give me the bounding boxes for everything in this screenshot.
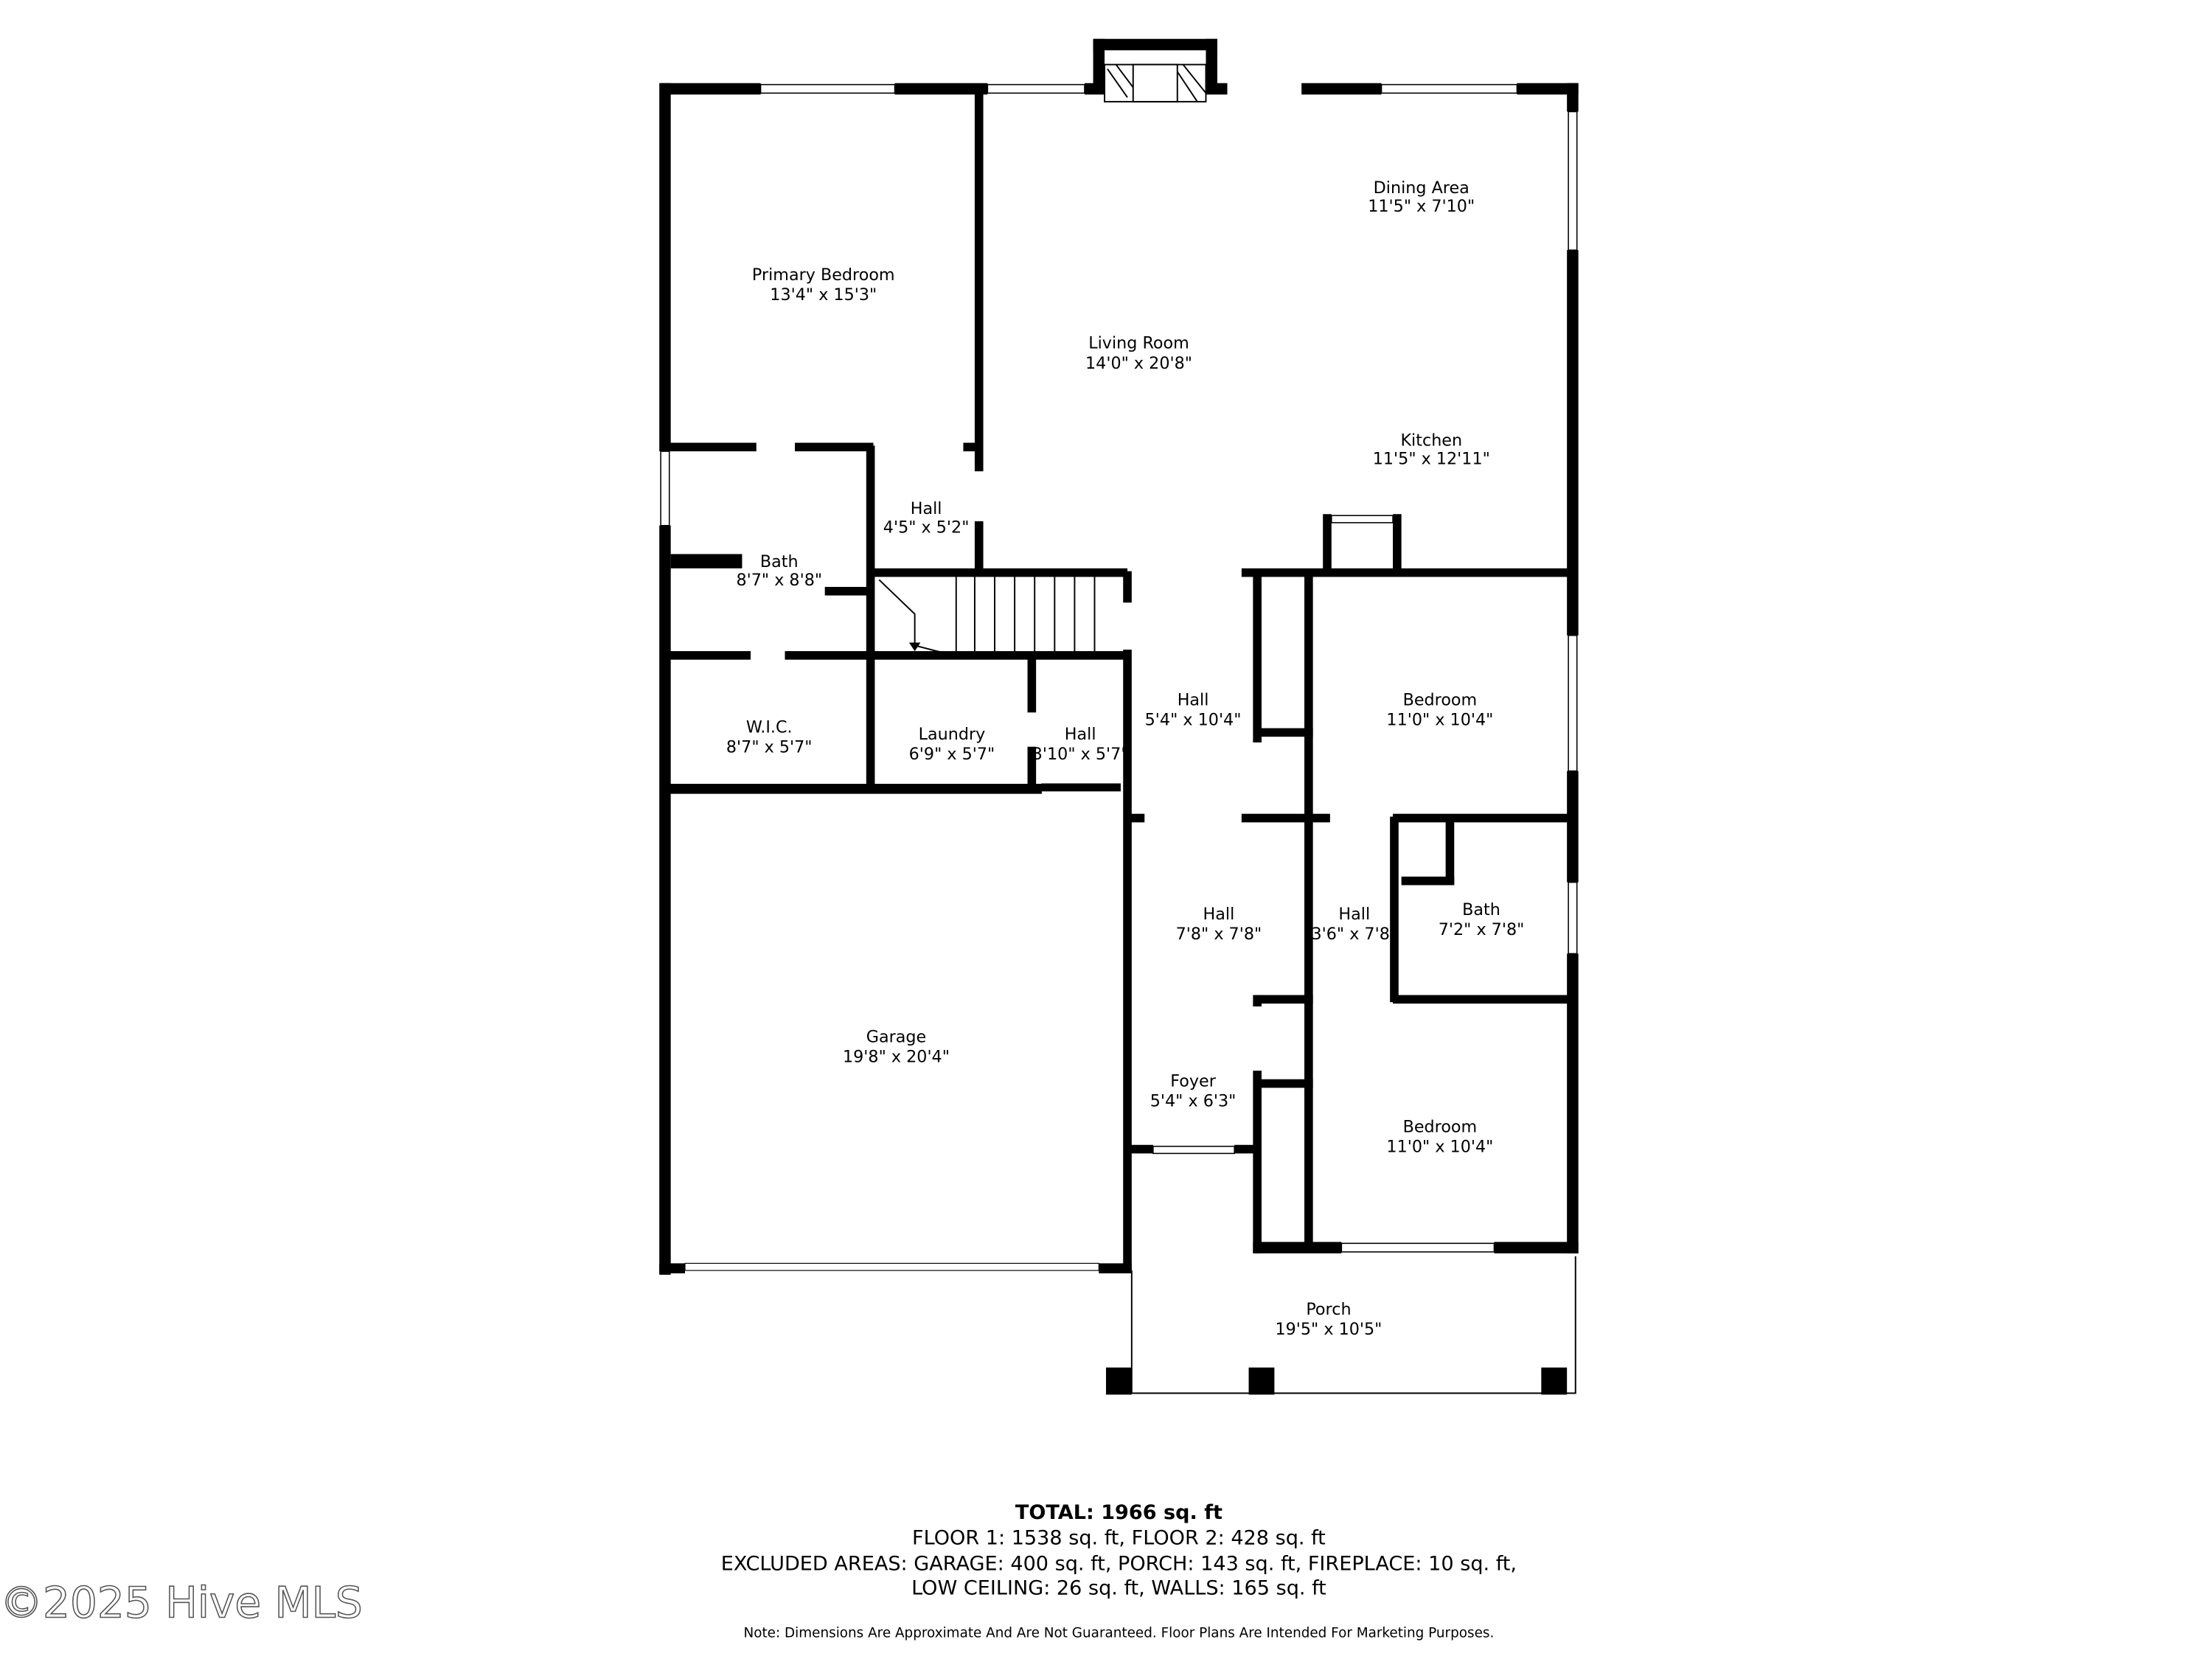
svg-text:6'9" x 5'7": 6'9" x 5'7" (909, 745, 995, 764)
porch-outline (1106, 1256, 1576, 1395)
svg-text:Kitchen: Kitchen (1400, 431, 1462, 450)
svg-text:Hall: Hall (1203, 905, 1235, 924)
svg-text:W.I.C.: W.I.C. (746, 717, 793, 737)
stairs (878, 577, 1096, 656)
svg-text:Dining Area: Dining Area (1374, 178, 1470, 198)
svg-text:Hall: Hall (1065, 725, 1096, 744)
svg-text:11'0" x 10'4": 11'0" x 10'4" (1386, 711, 1493, 730)
svg-text:11'0" x 10'4": 11'0" x 10'4" (1386, 1137, 1493, 1156)
svg-text:Laundry: Laundry (919, 725, 986, 744)
svg-text:5'4" x 10'4": 5'4" x 10'4" (1145, 711, 1242, 730)
total-area: TOTAL: 1966 sq. ft (1015, 1501, 1222, 1524)
svg-text:Hall: Hall (1338, 905, 1370, 924)
svg-text:8'7" x 8'8": 8'7" x 8'8" (736, 571, 822, 590)
svg-text:Bath: Bath (760, 552, 799, 571)
svg-text:Bedroom: Bedroom (1403, 1117, 1478, 1136)
svg-text:14'0" x 20'8": 14'0" x 20'8" (1085, 354, 1192, 373)
walls (659, 38, 1579, 1395)
svg-text:Hall: Hall (911, 499, 942, 518)
svg-text:Bedroom: Bedroom (1403, 691, 1478, 710)
svg-text:3'10" x 5'7": 3'10" x 5'7" (1032, 745, 1129, 764)
svg-text:13'4" x 15'3": 13'4" x 15'3" (770, 285, 877, 305)
fireplace (1093, 38, 1217, 102)
excluded-areas-line-2: LOW CEILING: 26 sq. ft, WALLS: 165 sq. f… (911, 1576, 1326, 1599)
svg-text:19'8" x 20'4": 19'8" x 20'4" (843, 1047, 950, 1066)
svg-text:Living Room: Living Room (1088, 334, 1189, 353)
svg-text:Garage: Garage (866, 1027, 926, 1046)
svg-text:11'5" x 12'11": 11'5" x 12'11" (1373, 450, 1490, 469)
svg-text:Porch: Porch (1306, 1300, 1351, 1319)
svg-text:19'5" x 10'5": 19'5" x 10'5" (1275, 1320, 1382, 1339)
svg-text:3'6" x 7'8": 3'6" x 7'8" (1311, 925, 1397, 944)
svg-text:7'8" x 7'8": 7'8" x 7'8" (1176, 925, 1262, 944)
svg-text:Foyer: Foyer (1170, 1071, 1216, 1091)
watermark: ©2025 Hive MLS (0, 1577, 363, 1627)
svg-text:4'5" x 5'2": 4'5" x 5'2" (883, 518, 970, 537)
excluded-areas-line-1: EXCLUDED AREAS: GARAGE: 400 sq. ft, PORC… (721, 1553, 1517, 1576)
svg-text:7'2" x 7'8": 7'2" x 7'8" (1439, 920, 1525, 939)
svg-text:11'5" x 7'10": 11'5" x 7'10" (1368, 197, 1475, 216)
svg-text:8'7" x 5'7": 8'7" x 5'7" (726, 737, 813, 757)
svg-text:Primary Bedroom: Primary Bedroom (752, 265, 895, 285)
svg-text:Bath: Bath (1462, 900, 1500, 919)
area-summary: TOTAL: 1966 sq. ft FLOOR 1: 1538 sq. ft,… (721, 1501, 1517, 1641)
room-wic: W.I.C.8'7" x 5'7" (726, 717, 813, 757)
svg-text:Hall: Hall (1178, 691, 1209, 710)
svg-text:5'4" x 6'3": 5'4" x 6'3" (1150, 1091, 1237, 1110)
floor-areas: FLOOR 1: 1538 sq. ft, FLOOR 2: 428 sq. f… (912, 1527, 1326, 1550)
disclaimer-note: Note: Dimensions Are Approximate And Are… (743, 1625, 1494, 1641)
